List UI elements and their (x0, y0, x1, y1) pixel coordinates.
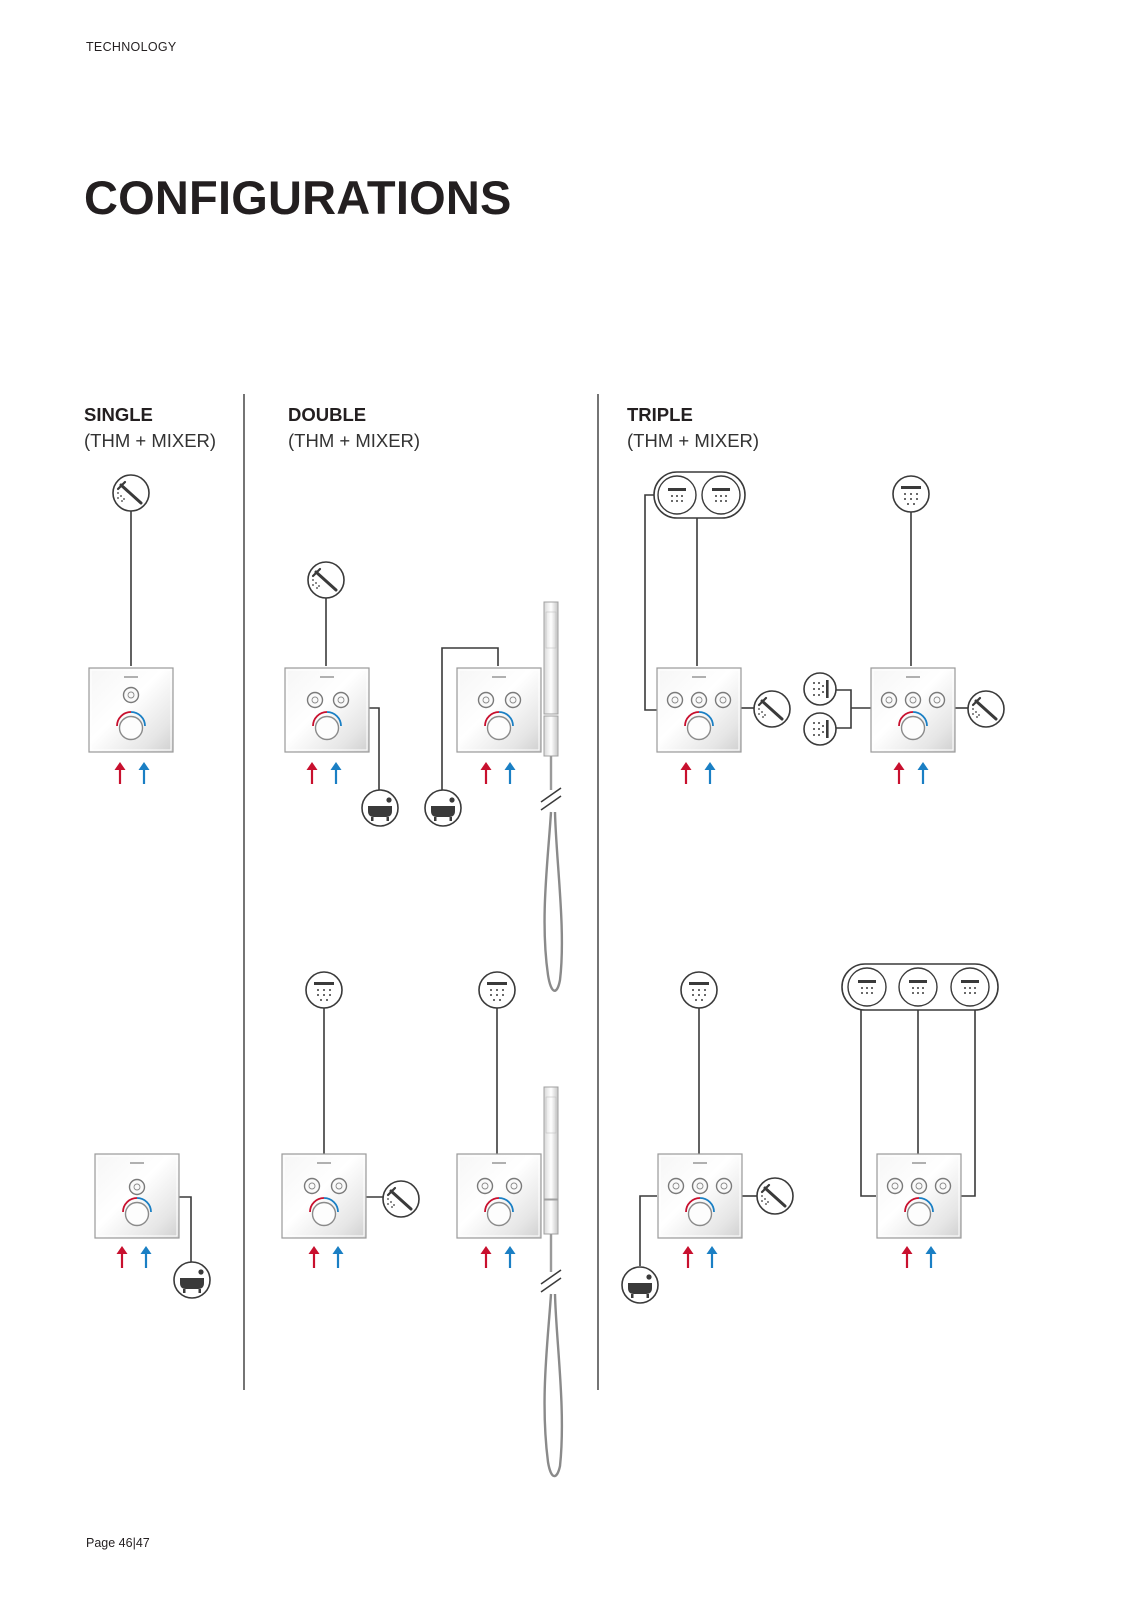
triple-double-head-hand-config (653, 471, 792, 786)
hot-cold-arrows-icon (479, 1244, 517, 1270)
column-single-heading: SINGLE (THM + MIXER) (84, 402, 216, 454)
single-bath-config (94, 1153, 211, 1299)
thermostat-valve-icon (284, 667, 370, 753)
triple-head-shower-icon (841, 963, 999, 1011)
thermostat-valve-icon (456, 1153, 542, 1239)
hand-shower-icon (755, 1176, 795, 1216)
double-head-rail-config (456, 971, 564, 1478)
section-label: TECHNOLOGY (86, 40, 177, 54)
hot-cold-arrows-icon (115, 1244, 153, 1270)
thermostat-valve-icon (656, 667, 742, 753)
double-head-hand-config (281, 971, 421, 1270)
bath-tub-icon (621, 1266, 659, 1304)
hot-cold-arrows-icon (681, 1244, 719, 1270)
head-shower-icon (680, 971, 718, 1009)
column-subtitle: (THM + MIXER) (288, 430, 421, 451)
hot-cold-arrows-icon (113, 760, 151, 786)
hot-cold-arrows-icon (479, 760, 517, 786)
column-subtitle: (THM + MIXER) (627, 430, 760, 451)
double-hand-bath-config (284, 560, 399, 827)
hand-shower-icon (306, 560, 346, 600)
hand-shower-icon (111, 473, 151, 513)
hand-shower-icon (381, 1179, 421, 1219)
triple-head-jets-hand-config (803, 475, 1006, 786)
thermostat-valve-icon (94, 1153, 180, 1239)
column-triple-heading: TRIPLE (THM + MIXER) (627, 402, 759, 454)
column-subtitle: (THM + MIXER) (84, 430, 217, 451)
bath-tub-icon (173, 1261, 211, 1299)
shower-rail-icon (540, 1086, 564, 1478)
hand-shower-icon (966, 689, 1006, 729)
head-shower-icon (892, 475, 930, 513)
hot-cold-arrows-icon (307, 1244, 345, 1270)
shower-rail-icon (540, 601, 564, 992)
head-shower-icon (478, 971, 516, 1009)
bath-tub-icon (361, 789, 399, 827)
hot-cold-arrows-icon (892, 760, 930, 786)
thermostat-valve-icon (281, 1153, 367, 1239)
triple-three-heads-config (841, 963, 999, 1270)
page-number: Page 46|47 (86, 1536, 150, 1550)
hot-cold-arrows-icon (900, 1244, 938, 1270)
dual-head-shower-icon (653, 471, 746, 519)
head-shower-icon (305, 971, 343, 1009)
thermostat-valve-icon (876, 1153, 962, 1239)
body-jets-icon (803, 672, 837, 706)
thermostat-valve-icon (88, 667, 174, 753)
bath-tub-icon (424, 789, 462, 827)
column-name: SINGLE (84, 404, 153, 425)
triple-head-hand-bath-config (621, 971, 795, 1304)
hot-cold-arrows-icon (679, 760, 717, 786)
thermostat-valve-icon (870, 667, 956, 753)
body-jets-icon (803, 712, 837, 746)
column-double-heading: DOUBLE (THM + MIXER) (288, 402, 420, 454)
page-title: CONFIGURATIONS (84, 171, 512, 224)
hot-cold-arrows-icon (305, 760, 343, 786)
hand-shower-icon (752, 689, 792, 729)
double-rail-bath-config (424, 601, 564, 992)
column-name: TRIPLE (627, 404, 693, 425)
thermostat-valve-icon (657, 1153, 743, 1239)
column-name: DOUBLE (288, 404, 367, 425)
thermostat-valve-icon (456, 667, 542, 753)
